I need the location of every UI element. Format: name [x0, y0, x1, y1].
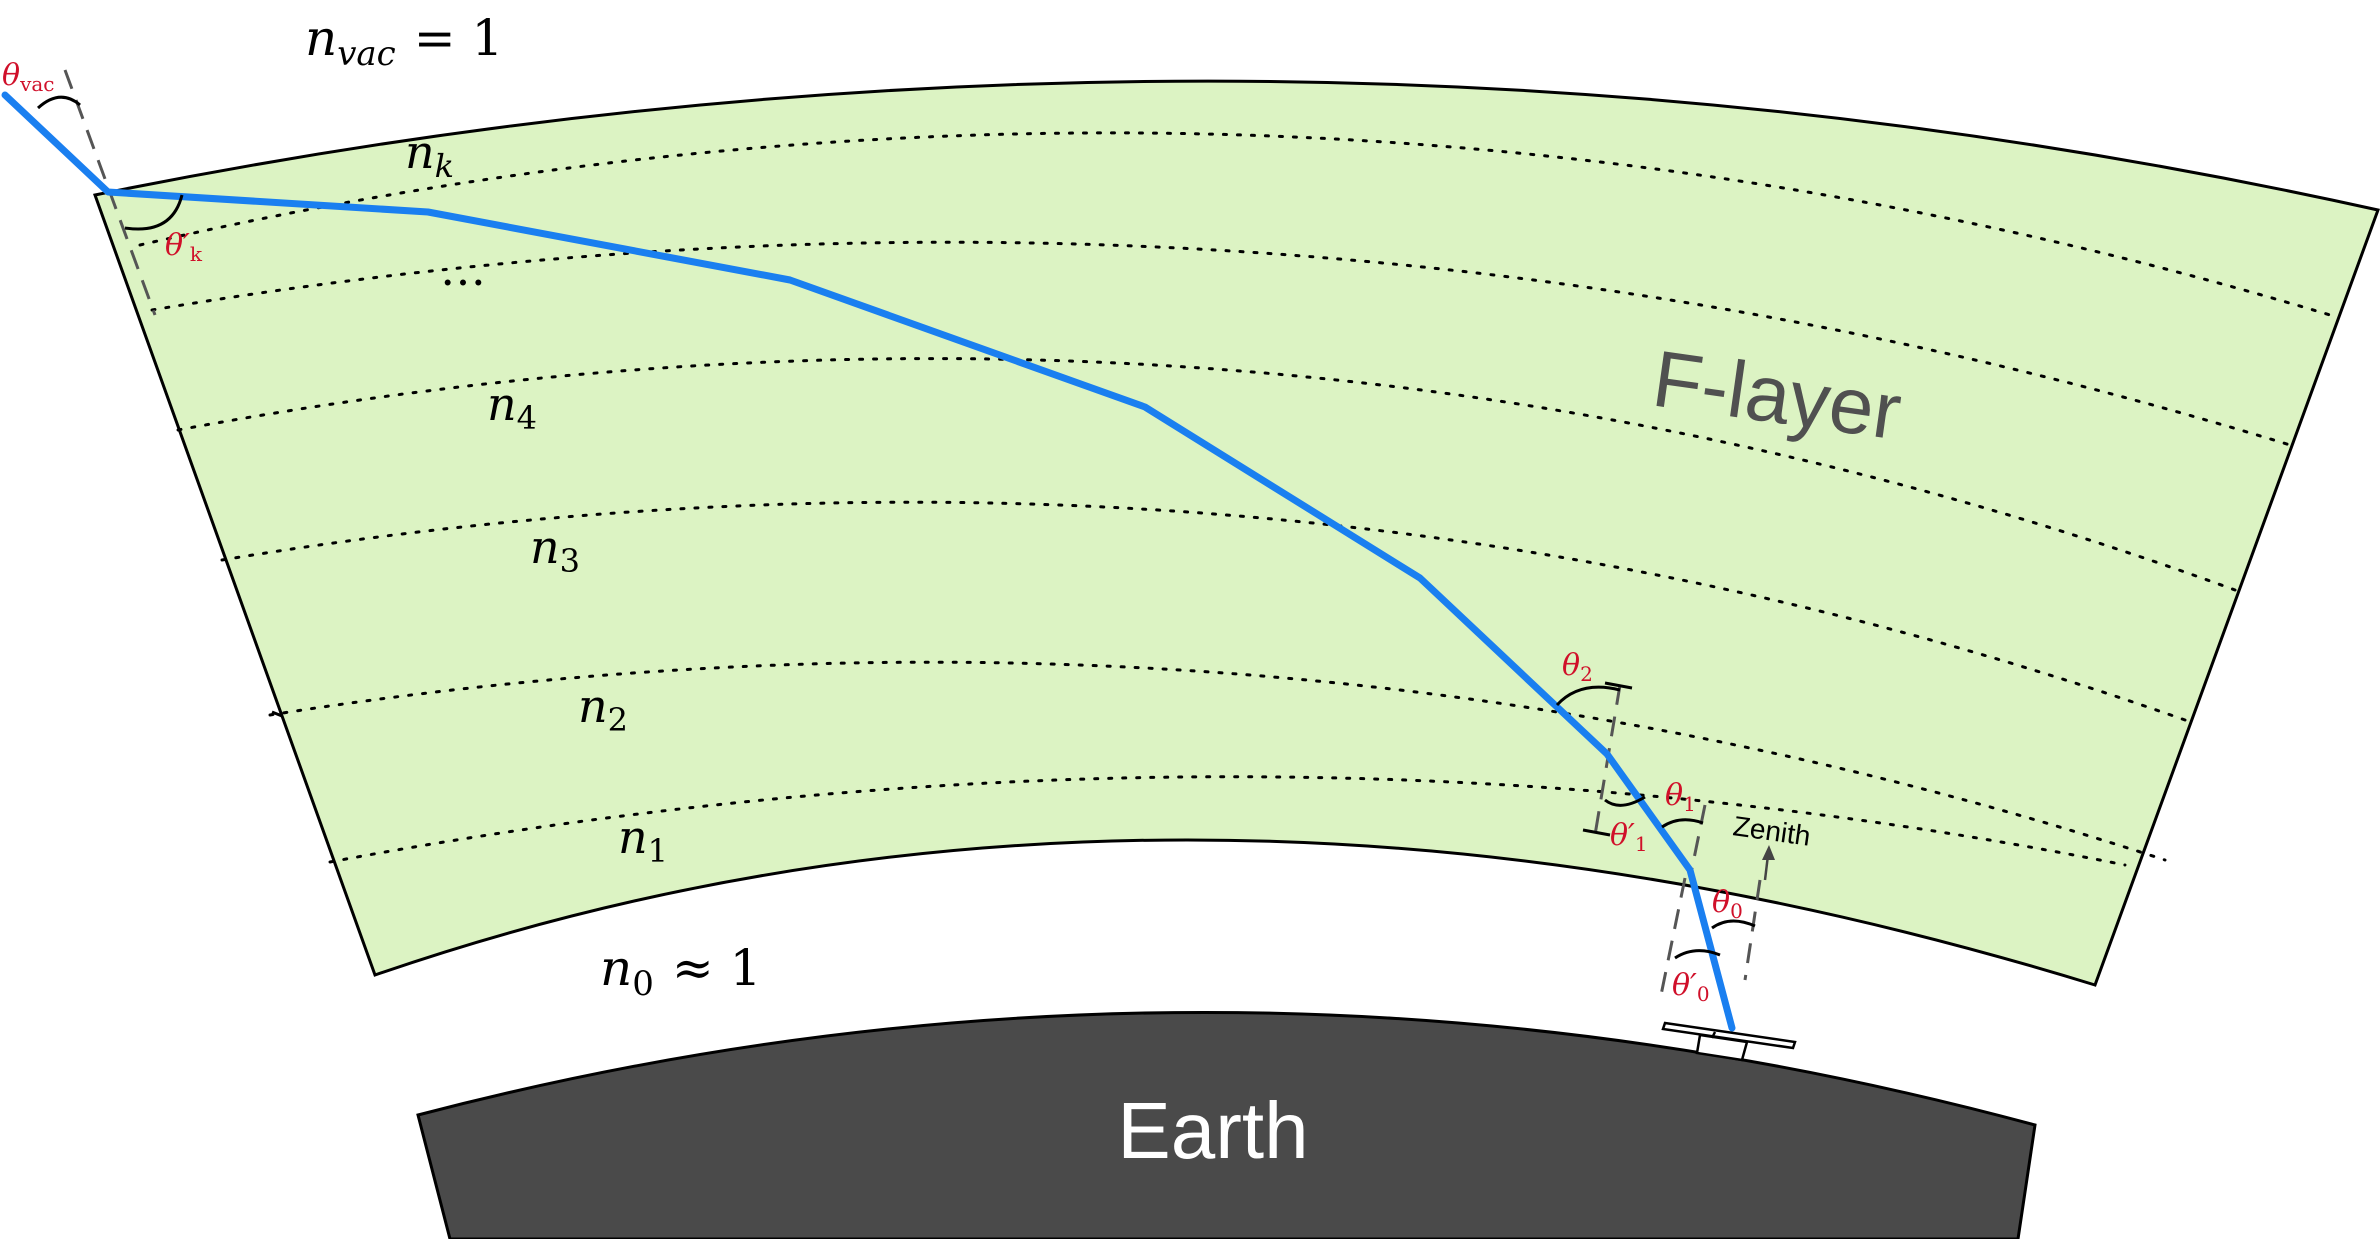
arc-theta-0-prime	[1674, 949, 1721, 960]
boundary-tick	[271, 710, 283, 718]
theta-2-label: θ2	[1562, 648, 1593, 686]
n-2-label: n2	[578, 679, 628, 739]
earth-label: Earth	[1117, 1086, 1308, 1175]
n-1-label: n1	[618, 810, 668, 870]
layer-boundary-1	[328, 775, 2127, 867]
theta-k-prime-label: θ′k	[165, 228, 203, 266]
n-vac-label: nvac= 1	[305, 9, 503, 74]
layer-boundary-2	[268, 660, 2167, 862]
theta-0-label: θ0	[1712, 885, 1743, 923]
theta-1-prime-label: θ′1	[1610, 818, 1648, 856]
layer-boundaries	[138, 131, 2332, 867]
normal-0-left	[1658, 877, 1687, 1001]
ellipsis-label: …	[440, 242, 486, 296]
theta-0-prime-label: θ′0	[1672, 968, 1710, 1006]
arc-theta-vac	[36, 95, 81, 110]
normal-endcaps	[1582, 681, 1633, 837]
ray-path	[1, 91, 1736, 1032]
n-0-label: n0≈ 1	[600, 939, 761, 1004]
theta-vac-label: θvac	[2, 58, 55, 96]
n-4-label: n4	[487, 377, 537, 437]
n-3-label: n3	[530, 520, 580, 580]
earth-region	[416, 1010, 2037, 1239]
arc-theta-1-prime	[1604, 795, 1646, 807]
arc-theta-2	[1555, 685, 1621, 707]
normal-0-right	[1743, 879, 1762, 981]
arc-theta-0	[1711, 919, 1756, 930]
zenith-arrow-icon	[1762, 845, 1775, 881]
layer-boundary-k-minus	[150, 240, 2292, 447]
n-k-label: nk	[405, 125, 454, 185]
satellite-icon	[1661, 1021, 1797, 1062]
theta-1-label: θ1	[1665, 778, 1696, 816]
layer-boundary-3	[220, 500, 2187, 722]
f-layer-region	[93, 79, 2380, 987]
normal-1	[1688, 804, 1707, 879]
arc-theta-k	[124, 194, 184, 231]
angle-arcs	[36, 95, 1756, 960]
arc-theta-1	[1661, 818, 1704, 829]
layer-boundary-k	[138, 131, 2332, 317]
